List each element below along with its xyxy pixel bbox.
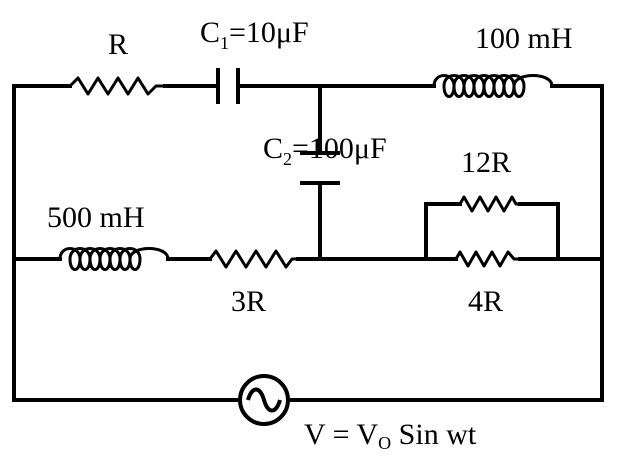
wire-12r-loop (424, 202, 560, 261)
resistor-3r-icon (208, 249, 298, 269)
label-4r: 4R (468, 285, 503, 318)
label-c1: C1=10μF (200, 16, 309, 53)
inductor-500mh-icon (58, 247, 170, 271)
label-source: V = VO Sin wt (304, 418, 477, 453)
resistor-r-icon (68, 76, 165, 96)
capacitor-c2-icon (300, 151, 340, 185)
resistor-4r-icon (454, 250, 520, 268)
label-12r: 12R (461, 146, 511, 179)
label-c2: C2=100μF (263, 132, 387, 169)
inductor-100mh-icon (432, 74, 554, 98)
resistor-12r-icon (458, 195, 520, 213)
label-l-100mh: 100 mH (475, 22, 573, 55)
label-l-500mh: 500 mH (47, 201, 145, 234)
wires (12, 84, 604, 402)
label-r: R (108, 28, 128, 61)
label-3r: 3R (231, 285, 266, 318)
capacitor-c1-icon (216, 68, 240, 104)
ac-source-icon (238, 374, 290, 426)
